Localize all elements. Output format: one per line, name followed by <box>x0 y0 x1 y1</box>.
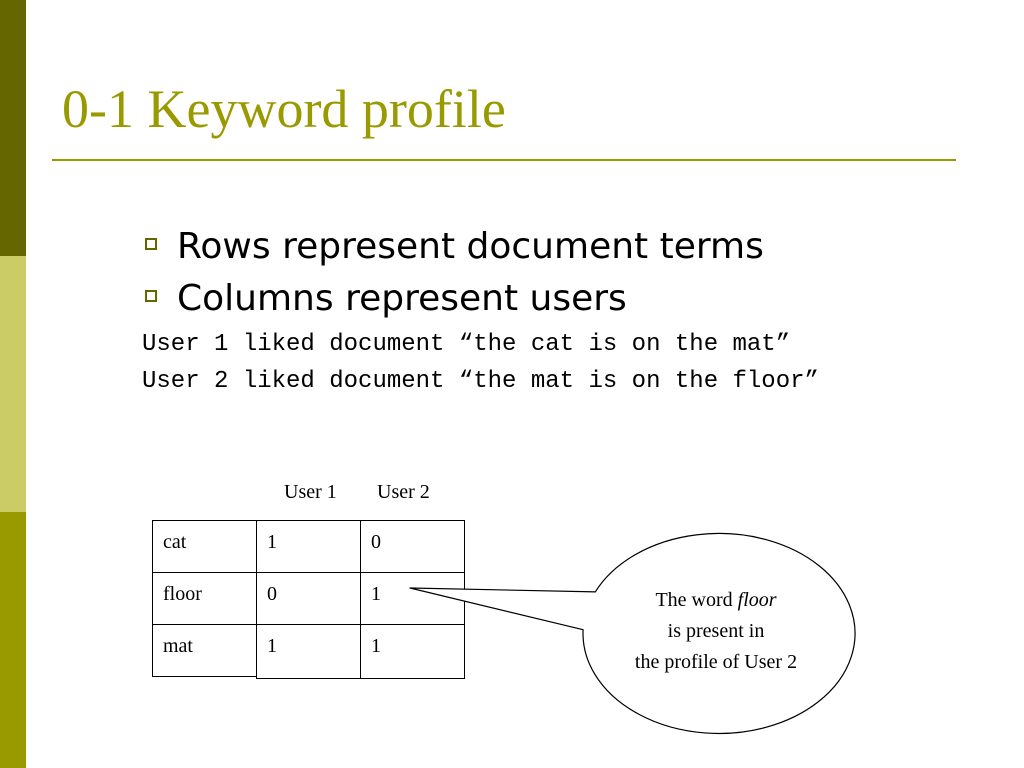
side-band-top <box>0 0 26 256</box>
column-header-user-1: User 1 <box>284 481 337 503</box>
table-cell-mat-user-2: 1 <box>360 624 465 679</box>
square-bullet-icon <box>145 238 157 250</box>
table-cell-mat-user-1: 1 <box>256 624 361 679</box>
side-band-middle <box>0 256 26 512</box>
callout-line-2: is present in <box>667 620 765 642</box>
table-cell-floor-user-1: 0 <box>256 572 361 625</box>
callout-line-1-prefix: The word <box>655 589 738 611</box>
bullet-item-rows: Rows represent document terms <box>145 229 764 265</box>
title-underline <box>52 159 956 161</box>
square-bullet-icon <box>145 290 157 302</box>
column-header-user-2: User 2 <box>377 481 430 503</box>
callout-text: The word floor is present in the profile… <box>583 585 849 678</box>
example-user-2: User 2 liked document “the mat is on the… <box>142 368 819 395</box>
callout-line-3: the profile of User 2 <box>634 651 798 673</box>
table-row-term: cat <box>152 520 257 573</box>
slide-title: 0-1 Keyword profile <box>62 79 506 139</box>
example-user-1: User 1 liked document “the cat is on the… <box>142 331 791 358</box>
callout-emphasis: floor <box>737 589 777 611</box>
side-band-bottom <box>0 512 26 768</box>
table-row-term: floor <box>152 572 257 625</box>
table-row-term: mat <box>152 624 257 677</box>
bullet-text: Rows represent document terms <box>177 226 764 267</box>
bullet-item-columns: Columns represent users <box>145 281 627 317</box>
bullet-text: Columns represent users <box>177 278 627 319</box>
